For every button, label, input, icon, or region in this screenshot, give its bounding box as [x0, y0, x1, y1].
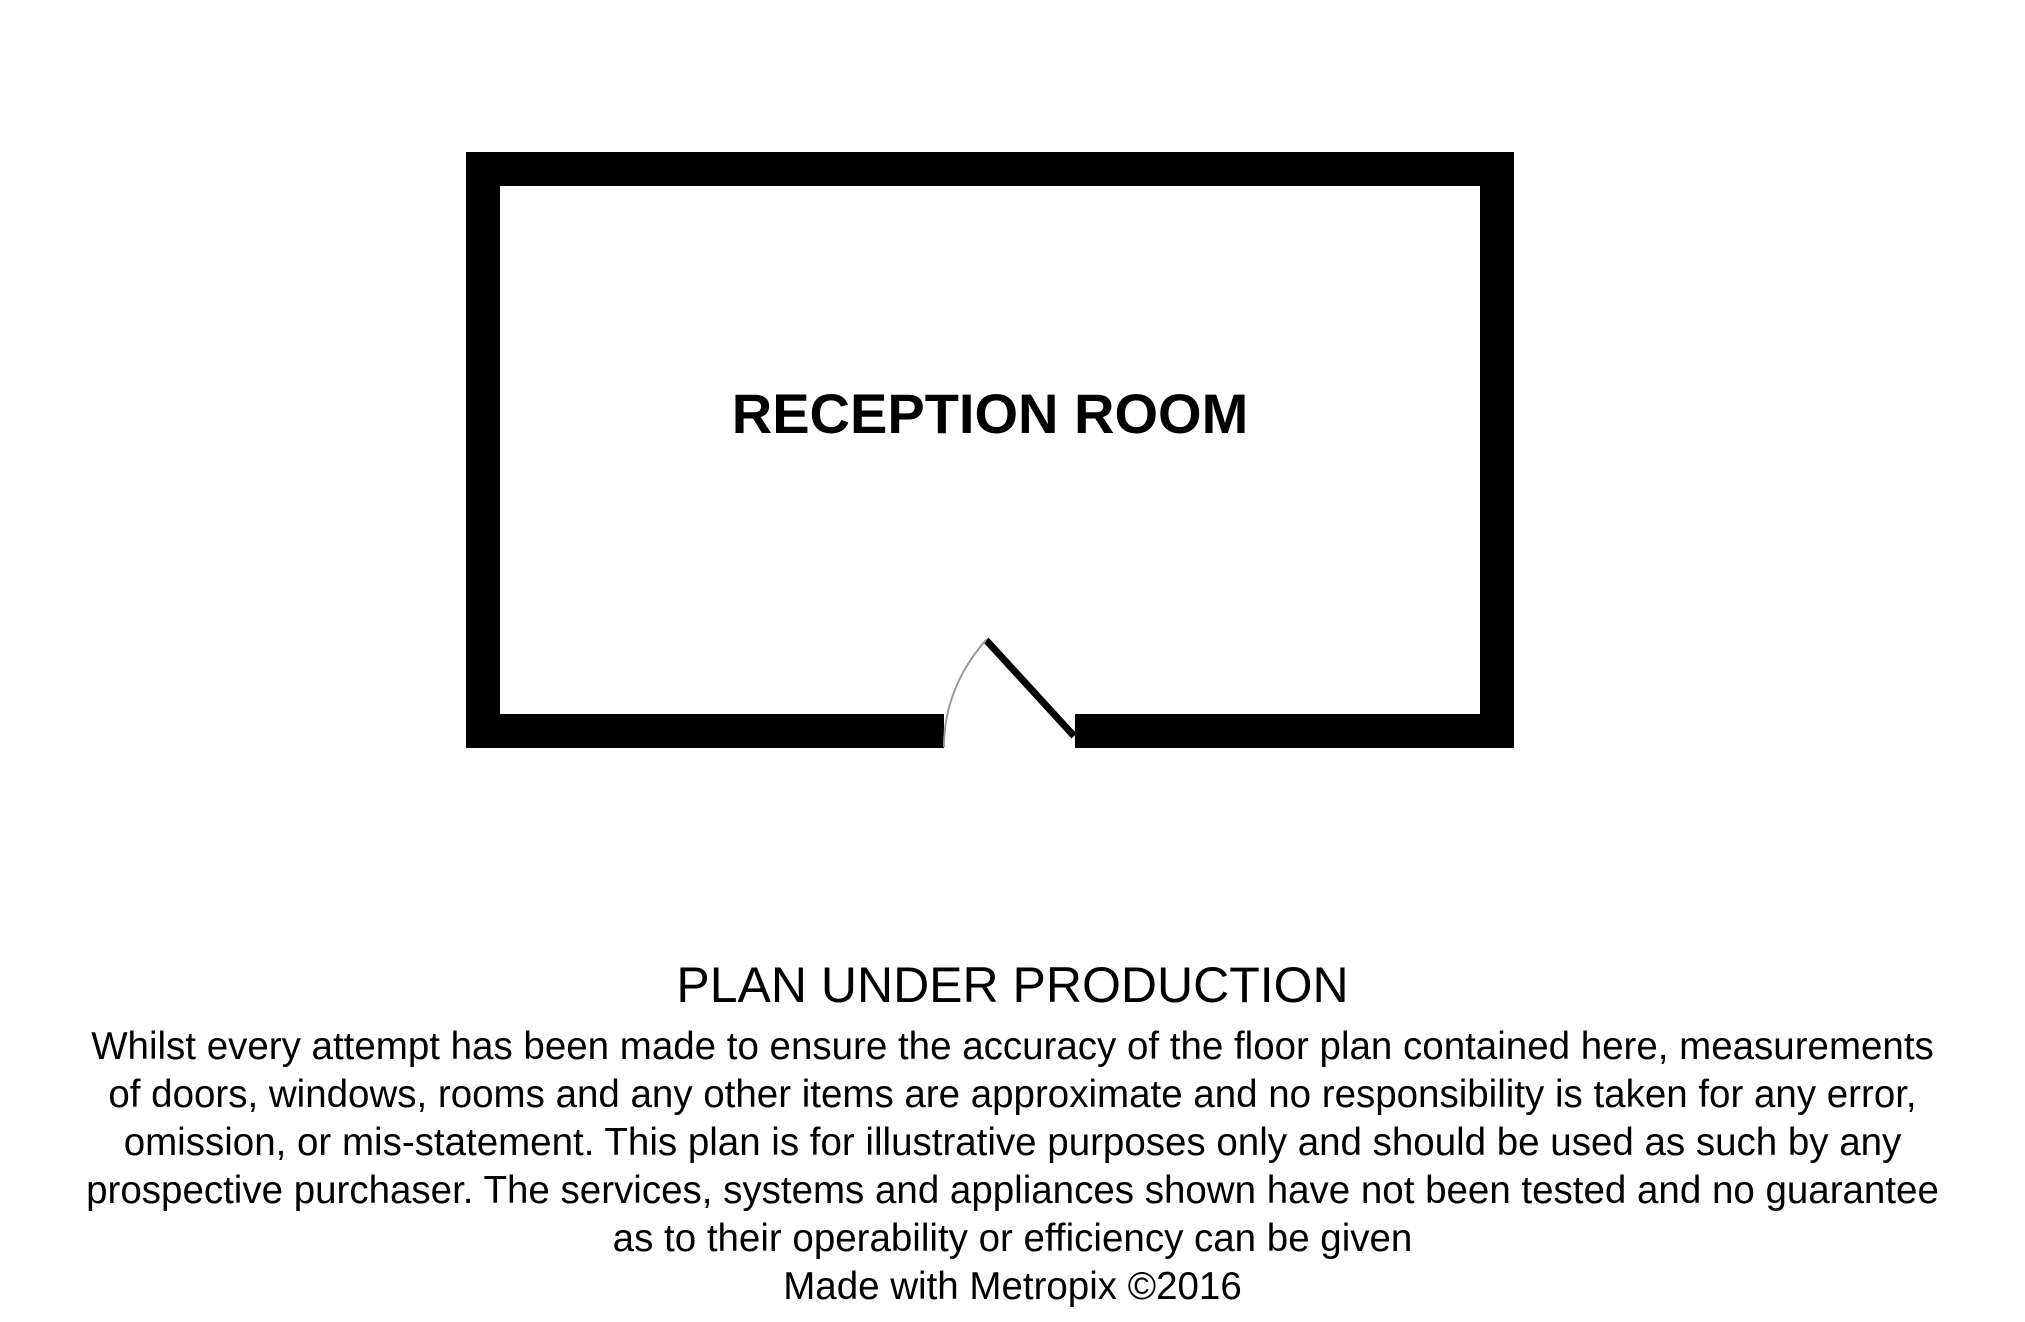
credit-text: Made with Metropix ©2016	[783, 1265, 1242, 1308]
wall-right	[1480, 152, 1514, 748]
wall-bottom-left	[466, 714, 944, 748]
wall-bottom-right	[1075, 714, 1514, 748]
disclaimer-line: prospective purchaser. The services, sys…	[86, 1169, 1939, 1212]
door-swing-arc	[943, 639, 987, 748]
disclaimer-line: omission, or mis-statement. This plan is…	[123, 1121, 1902, 1164]
wall-left	[466, 152, 500, 748]
wall-top	[466, 152, 1514, 186]
disclaimer-line: of doors, windows, rooms and any other i…	[108, 1073, 1917, 1116]
disclaimer: Whilst every attempt has been made to en…	[0, 1023, 2025, 1311]
room-label: RECEPTION ROOM	[732, 382, 1248, 445]
disclaimer-line: as to their operability or efficiency ca…	[612, 1217, 1413, 1260]
plan-status-text: PLAN UNDER PRODUCTION	[676, 957, 1349, 1013]
disclaimer-line: Whilst every attempt has been made to en…	[91, 1025, 1934, 1068]
door-leaf	[983, 637, 1077, 739]
